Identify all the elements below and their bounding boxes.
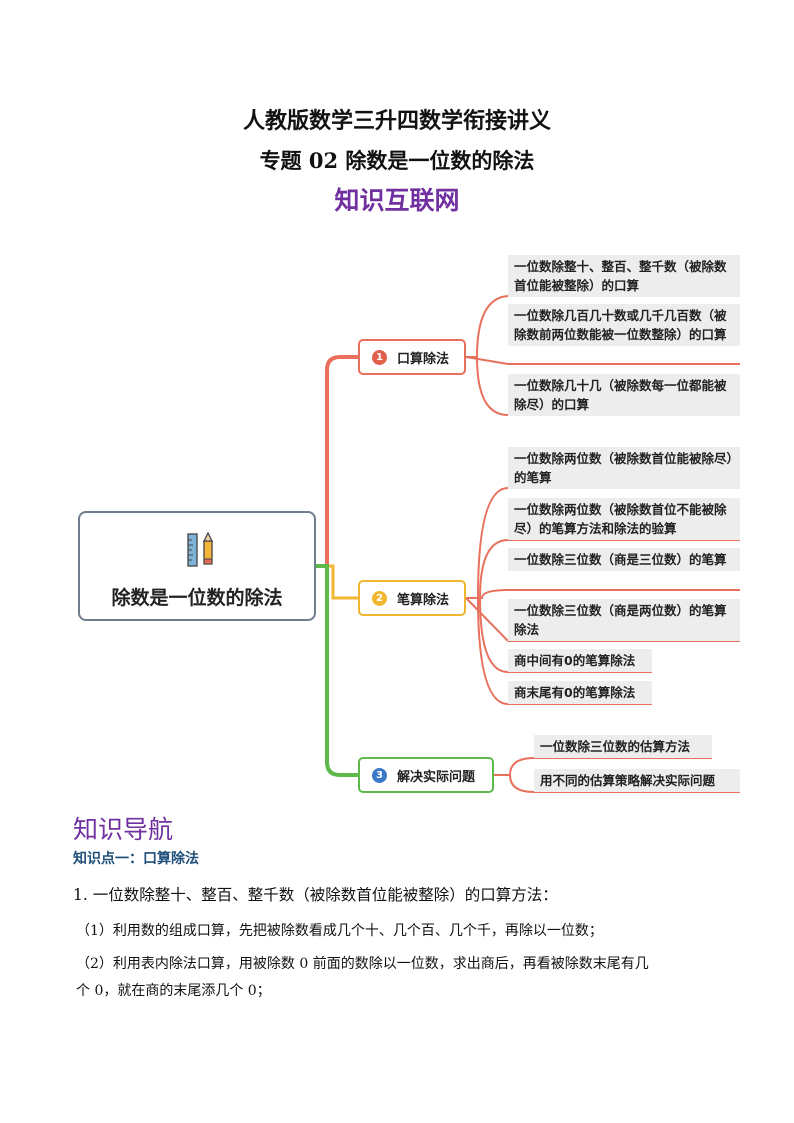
connector-b1-leaf1 xyxy=(466,295,509,358)
leaf-node: 一位数除三位数的估算方法 xyxy=(534,735,712,758)
leaf-node: 商中间有0的笔算除法 xyxy=(508,649,652,672)
nav-heading: 知识导航 xyxy=(73,815,174,844)
leaf-node: 商末尾有0的笔算除法 xyxy=(508,681,652,704)
doc-title: 人教版数学三升四数学衔接讲义 xyxy=(242,108,551,134)
paragraph-4: 个 0，就在商的末尾添几个 0； xyxy=(76,983,271,999)
leaf-node: 一位数除三位数（商是三位数）的笔算 xyxy=(508,548,740,571)
branch-kousuan: 1 口算除法 xyxy=(358,339,466,375)
knowledge-point-heading: 知识点一：口算除法 xyxy=(73,851,199,867)
leaf-node: 用不同的估算策略解决实际问题 xyxy=(534,769,740,792)
connector-root-branch3 xyxy=(316,564,358,777)
connector-root-branch2 xyxy=(316,564,358,600)
paragraph-3: （2）利用表内除法口算，用被除数 0 前面的数除以一位数，求出商后，再看被除数末… xyxy=(76,956,649,972)
branch-label: 笔算除法 xyxy=(397,592,450,608)
doc-subtitle: 专题 02 除数是一位数的除法 xyxy=(259,148,535,173)
mindmap-root-label: 除数是一位数的除法 xyxy=(111,587,283,609)
connector-b2-leaf3 xyxy=(466,589,509,599)
ruler-pencil-icon xyxy=(186,531,216,568)
section-heading: 知识互联网 xyxy=(334,186,460,215)
connector-b1-leaf3 xyxy=(466,356,509,416)
paragraph-2: （1）利用数的组成口算，先把被除数看成几个十、几个百、几个千，再除以一位数； xyxy=(76,923,603,939)
branch-number-badge: 3 xyxy=(372,767,387,783)
branch-number-badge: 1 xyxy=(372,349,387,365)
connector-b2-leaf5 xyxy=(466,597,509,673)
leaf-node: 一位数除两位数（被除数首位能被除尽）的笔算 xyxy=(508,447,740,489)
connector-b2-leaf4 xyxy=(465,597,509,642)
leaf-node: 一位数除两位数（被除数首位不能被除尽）的笔算方法和除法的验算 xyxy=(508,498,740,540)
connector-root-branch1 xyxy=(316,355,358,568)
leaf-node: 一位数除三位数（商是两位数）的笔算除法 xyxy=(508,599,740,641)
connector-b3-leaf1 xyxy=(494,757,535,776)
connector-b1-leaf2 xyxy=(465,356,509,365)
leaf-node: 一位数除几百几十数或几千几百数（被除数前两位数能被一位数整除）的口算 xyxy=(508,304,740,346)
branch-number-badge: 2 xyxy=(372,590,387,606)
branch-label: 解决实际问题 xyxy=(397,769,476,785)
mindmap-root: 除数是一位数的除法 xyxy=(78,511,316,621)
leaf-node: 一位数除几十几（被除数每一位都能被除尽）的口算 xyxy=(508,374,740,416)
branch-bisuan: 2 笔算除法 xyxy=(358,580,466,616)
connector-b3-leaf2 xyxy=(494,774,535,793)
leaf-node: 一位数除整十、整百、整千数（被除数首位能被整除）的口算 xyxy=(508,255,740,297)
connector-b2-leaf6 xyxy=(466,597,509,705)
paragraph-1: 1. 一位数除整十、整百、整千数（被除数首位能被整除）的口算方法： xyxy=(73,886,558,904)
branch-shiji-wenti: 3 解决实际问题 xyxy=(358,757,494,793)
connector-b2-leaf1 xyxy=(466,487,509,599)
branch-label: 口算除法 xyxy=(397,351,450,367)
